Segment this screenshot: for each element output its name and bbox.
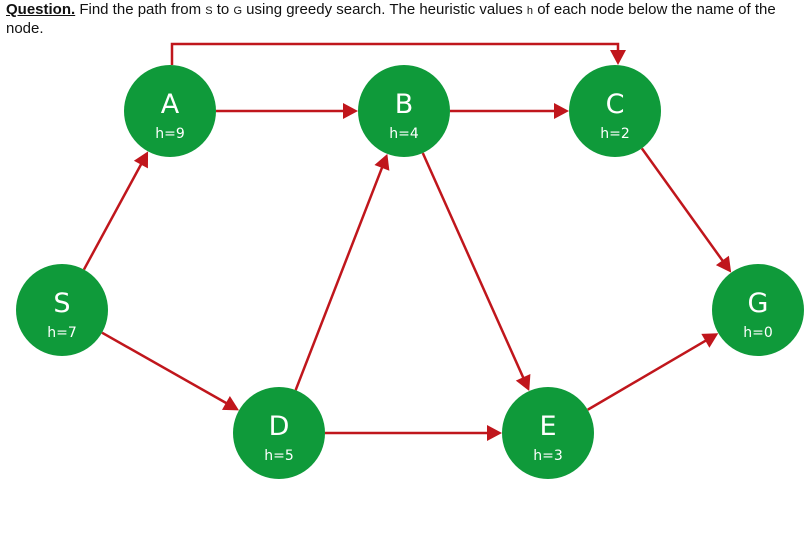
edge-b-to-e-arrowhead — [515, 374, 531, 392]
edge-a-to-c-arrowhead — [610, 50, 626, 65]
edge-b-to-c-arrowhead — [554, 103, 569, 119]
node-e-circle — [502, 387, 594, 479]
edge-s-to-d — [101, 331, 239, 411]
node-d-circle — [233, 387, 325, 479]
edge-e-to-g-line — [587, 338, 709, 411]
question-start-node: S — [205, 5, 213, 17]
edge-a-to-c-line — [170, 42, 620, 65]
node-c: Ch=2 — [569, 65, 661, 157]
question-part-2: to — [212, 1, 234, 18]
edge-s-to-a-line — [82, 161, 144, 271]
node-s-circle — [16, 264, 108, 356]
question-goal-node: G — [233, 5, 243, 17]
node-s: Sh=7 — [16, 264, 108, 356]
edge-s-to-d-line — [101, 331, 230, 406]
node-a-label: A — [161, 89, 180, 120]
node-b: Bh=4 — [358, 65, 450, 157]
node-c-circle — [569, 65, 661, 157]
node-a-circle — [124, 65, 216, 157]
node-e: Eh=3 — [502, 387, 594, 479]
edge-a-to-b — [216, 103, 358, 119]
edge-c-to-g-arrowhead — [715, 255, 732, 273]
question-part-1: Find the path from — [75, 1, 206, 18]
graph-edges — [82, 42, 732, 441]
edge-d-to-e — [325, 425, 502, 441]
edge-c-to-g — [640, 147, 732, 273]
node-g-label: G — [748, 288, 769, 319]
question-label: Question. — [6, 1, 76, 18]
node-d: Dh=5 — [233, 387, 325, 479]
node-g-circle — [712, 264, 804, 356]
edge-s-to-a-arrowhead — [133, 151, 149, 169]
edge-a-to-c — [170, 42, 626, 65]
node-c-heuristic: h=2 — [600, 126, 630, 142]
edge-c-to-g-line — [640, 147, 726, 264]
edge-b-to-e — [421, 152, 531, 392]
question-text: Question. Find the path from S to G usin… — [6, 1, 796, 38]
node-b-circle — [358, 65, 450, 157]
edge-d-to-b-arrowhead — [374, 153, 390, 171]
graph-nodes: Ah=9 Bh=4 Ch=2Sh=7 Gh=0Dh=5 Eh=3 — [16, 65, 804, 479]
edge-s-to-a — [82, 151, 149, 271]
node-g: Gh=0 — [712, 264, 804, 356]
node-e-label: E — [539, 411, 556, 442]
edge-d-to-b — [294, 153, 390, 391]
edge-e-to-g-arrowhead — [701, 333, 719, 348]
node-d-label: D — [269, 411, 290, 442]
node-e-heuristic: h=3 — [533, 448, 563, 464]
node-s-label: S — [53, 288, 70, 319]
node-d-heuristic: h=5 — [264, 448, 294, 464]
edge-s-to-d-arrowhead — [221, 395, 239, 411]
edge-a-to-b-arrowhead — [343, 103, 358, 119]
question-h-variable: h — [526, 5, 534, 17]
edge-b-to-e-line — [421, 152, 526, 381]
node-c-label: C — [606, 89, 625, 120]
question-part-4: of each node below the name of the node. — [6, 1, 776, 37]
node-s-heuristic: h=7 — [47, 325, 77, 341]
question-part-3: using greedy search. The heuristic value… — [242, 1, 527, 18]
node-b-heuristic: h=4 — [389, 126, 419, 142]
node-a-heuristic: h=9 — [155, 126, 185, 142]
node-b-label: B — [395, 89, 414, 120]
node-a: Ah=9 — [124, 65, 216, 157]
edge-b-to-c — [450, 103, 569, 119]
edge-d-to-e-arrowhead — [487, 425, 502, 441]
edge-e-to-g — [587, 333, 719, 411]
node-g-heuristic: h=0 — [743, 325, 773, 341]
edge-d-to-b-line — [294, 164, 385, 391]
